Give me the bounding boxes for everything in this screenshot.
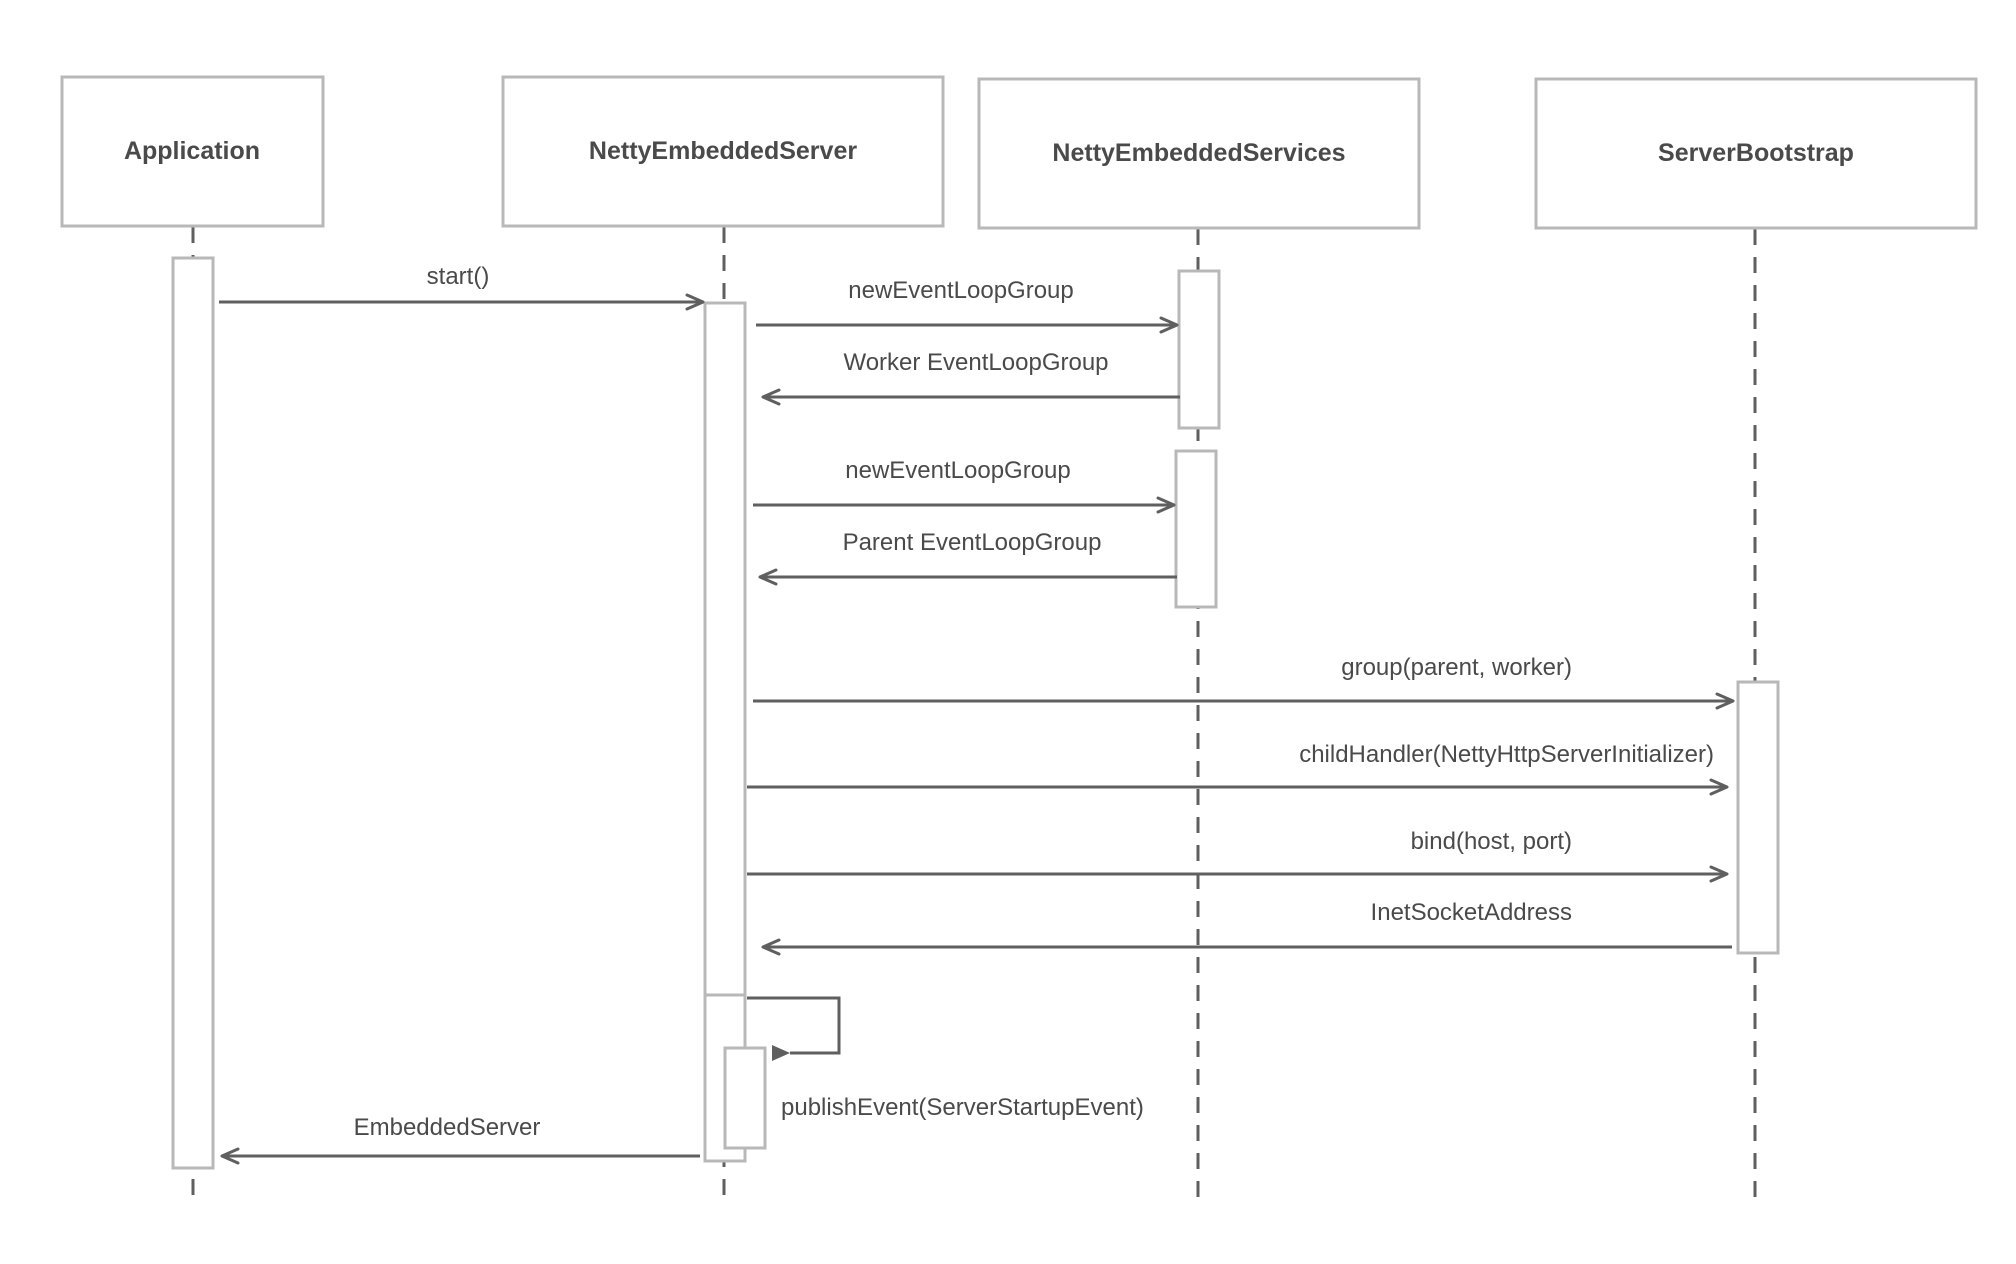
message-bind: bind(host, port) — [747, 828, 1729, 883]
participant-label: NettyEmbeddedServer — [589, 137, 857, 165]
message-label: Parent EventLoopGroup — [843, 529, 1102, 556]
message-label: InetSocketAddress — [1371, 899, 1572, 926]
activation-nettyembeddedservices-1 — [1177, 269, 1221, 430]
participant-serverbootstrap: ServerBootstrap — [1534, 77, 1978, 230]
message-worker-event-loop-group: Worker EventLoopGroup — [761, 349, 1180, 406]
message-embedded-server: EmbeddedServer — [220, 1114, 700, 1165]
message-label: newEventLoopGroup — [848, 277, 1074, 304]
message-label: Worker EventLoopGroup — [843, 349, 1108, 376]
activation-serverbootstrap — [1736, 680, 1780, 955]
message-start: start() — [219, 263, 705, 311]
participant-label: ServerBootstrap — [1658, 139, 1854, 167]
activation-application — [171, 256, 215, 1170]
message-publish-event: publishEvent(ServerStartupEvent) — [747, 996, 1144, 1121]
participant-nettyembeddedserver: NettyEmbeddedServer — [501, 75, 945, 228]
participant-nettyembeddedservices: NettyEmbeddedServices — [977, 77, 1421, 230]
activation-nettyembeddedserver-self — [723, 1046, 767, 1150]
activation-nettyembeddedservices-2 — [1174, 449, 1218, 609]
message-inet-socket-address: InetSocketAddress — [761, 899, 1732, 956]
message-group: group(parent, worker) — [753, 654, 1735, 710]
message-label: group(parent, worker) — [1341, 654, 1572, 681]
message-child-handler: childHandler(NettyHttpServerInitializer) — [747, 741, 1729, 796]
participant-application: Application — [60, 75, 325, 228]
message-label: EmbeddedServer — [354, 1114, 541, 1141]
participant-label: Application — [124, 137, 260, 165]
message-new-event-loop-group-parent: newEventLoopGroup — [753, 457, 1176, 514]
message-label: newEventLoopGroup — [845, 457, 1071, 484]
message-label: start() — [427, 263, 490, 290]
participant-label: NettyEmbeddedServices — [1052, 139, 1345, 167]
message-label: bind(host, port) — [1411, 828, 1572, 855]
message-label: childHandler(NettyHttpServerInitializer) — [1299, 741, 1714, 768]
message-label: publishEvent(ServerStartupEvent) — [781, 1094, 1144, 1121]
message-parent-event-loop-group: Parent EventLoopGroup — [758, 529, 1177, 586]
message-new-event-loop-group-worker: newEventLoopGroup — [756, 277, 1179, 334]
